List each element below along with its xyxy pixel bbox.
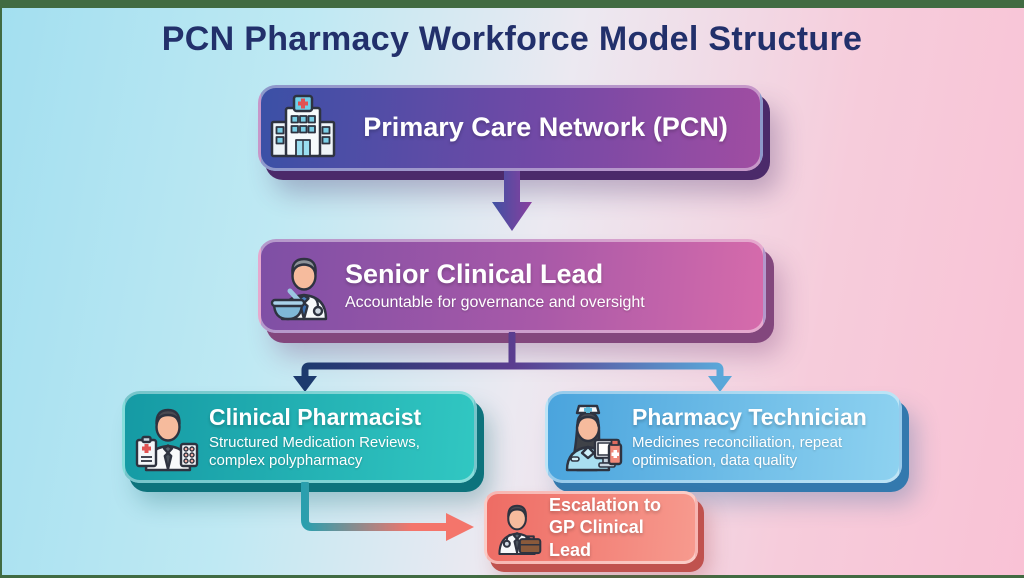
pharmacy-technician-icon — [548, 400, 632, 474]
page-title: PCN Pharmacy Workforce Model Structure — [161, 20, 863, 58]
pharmacist-mortar-icon — [261, 249, 345, 323]
node-pharmacy-technician-subtitle: Medicines reconciliation, repeat optimis… — [632, 433, 843, 469]
clinical-pharmacist-icon — [125, 400, 209, 474]
node-senior-clinical-lead-title: Senior Clinical Lead — [345, 259, 604, 290]
hospital-icon — [261, 93, 345, 163]
connector-senior-lead-branches — [293, 332, 732, 392]
connector-pharmacist-to-escalation — [301, 482, 474, 541]
frame-bottom-border — [0, 575, 1024, 578]
node-pcn-title: Primary Care Network (PCN) — [363, 112, 728, 143]
arrow-pcn-to-senior-lead — [492, 171, 532, 231]
node-escalation-title: Escalation to GP Clinical Lead — [549, 494, 662, 560]
gp-doctor-icon — [487, 500, 549, 556]
frame-left-border — [0, 0, 2, 578]
node-clinical-pharmacist-subtitle: Structured Medication Reviews, complex p… — [209, 433, 420, 469]
frame-top-border — [0, 0, 1024, 8]
node-pharmacy-technician: Pharmacy Technician Medicines reconcilia… — [545, 391, 902, 483]
node-clinical-pharmacist: Clinical Pharmacist Structured Medicatio… — [122, 391, 477, 483]
node-escalation-gp-lead: Escalation to GP Clinical Lead — [484, 491, 698, 564]
node-senior-clinical-lead: Senior Clinical Lead Accountable for gov… — [258, 239, 766, 333]
node-clinical-pharmacist-title: Clinical Pharmacist — [209, 404, 422, 431]
node-pcn: Primary Care Network (PCN) — [258, 85, 763, 171]
node-senior-clinical-lead-subtitle: Accountable for governance and oversight — [345, 294, 645, 312]
node-pharmacy-technician-title: Pharmacy Technician — [632, 404, 867, 431]
